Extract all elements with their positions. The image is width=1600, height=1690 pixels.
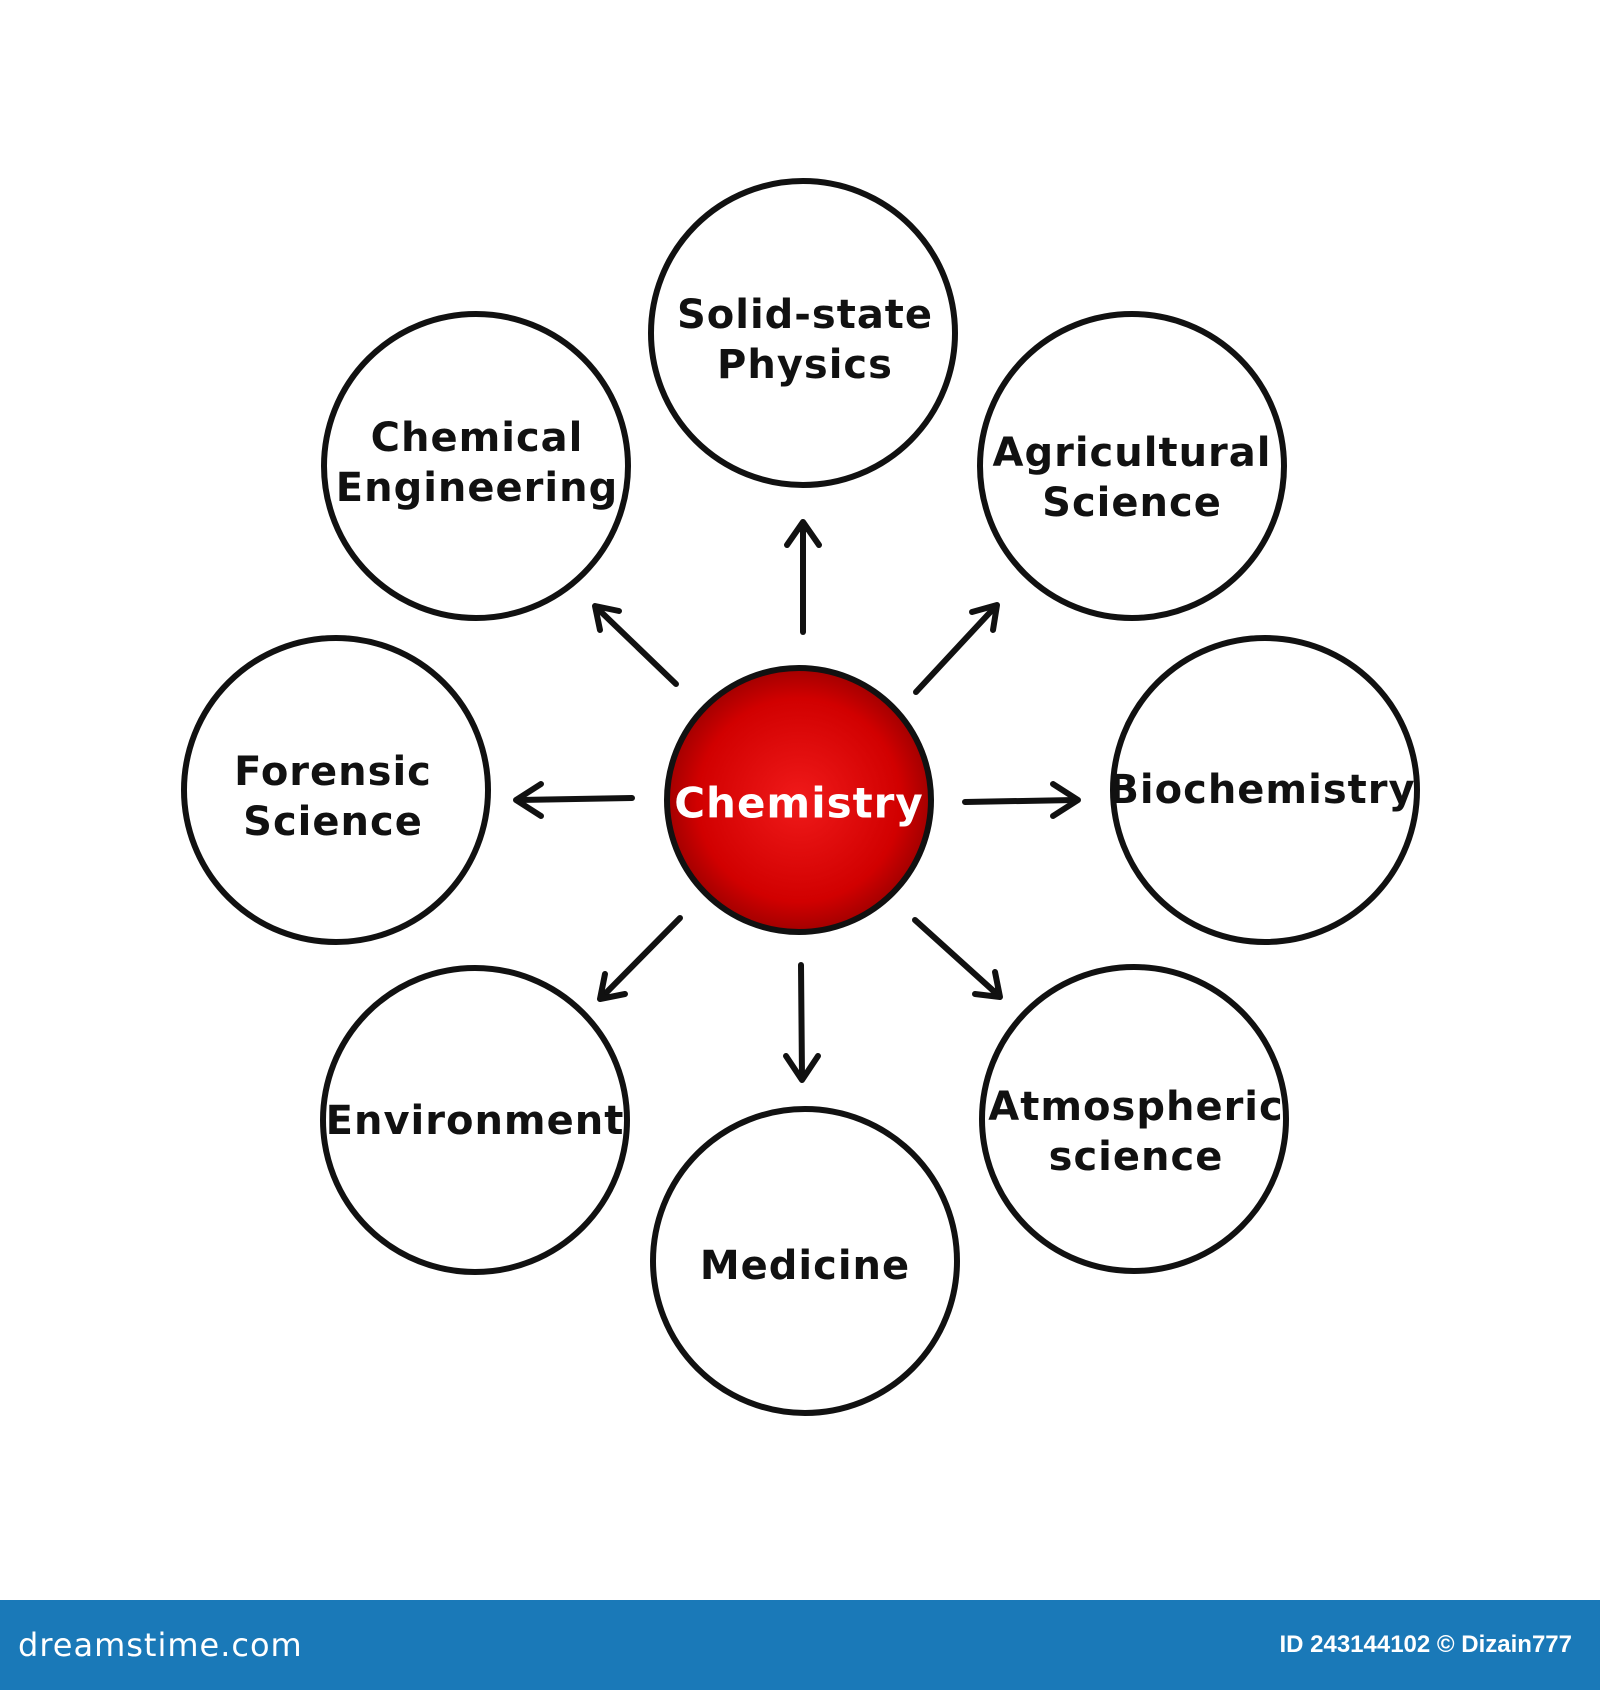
footer-bar: dreamstime.com ID 243144102 © Dizain777 bbox=[0, 1600, 1600, 1690]
arrowhead-atmospheric-science bbox=[972, 969, 1003, 1000]
node-circle-forensic-science bbox=[181, 635, 491, 945]
node-circle-environment bbox=[320, 965, 630, 1275]
arrow-to-biochemistry bbox=[962, 795, 1078, 805]
node-label-atmospheric-science: Atmospheric science bbox=[988, 1084, 1284, 1180]
arrowhead-solid-state-physics bbox=[784, 519, 822, 548]
footer-brand-logo: dreamstime.com bbox=[18, 1626, 303, 1664]
arrowhead-chemical-engineering bbox=[592, 603, 622, 633]
center-node-circle bbox=[664, 665, 934, 935]
node-label-agricultural-science: Agricultural Science bbox=[992, 430, 1272, 526]
node-label-environment: Environment bbox=[325, 1098, 625, 1144]
arrowhead-forensic-science bbox=[513, 781, 544, 819]
arrow-to-medicine bbox=[797, 962, 807, 1080]
arrow-to-environment bbox=[599, 915, 683, 1000]
footer-credit: ID 243144102 © Dizain777 bbox=[1279, 1631, 1572, 1658]
arrowhead-medicine bbox=[783, 1053, 821, 1083]
arrowhead-biochemistry bbox=[1050, 781, 1081, 819]
chemistry-mind-map: Chemistry Solid-state Physics Agricultur… bbox=[181, 178, 1420, 1416]
node-label-medicine: Medicine bbox=[699, 1243, 911, 1289]
node-label-chemical-engineering: Chemical Engineering bbox=[335, 415, 619, 511]
node-circle-medicine bbox=[650, 1106, 960, 1416]
arrow-to-forensic-science bbox=[516, 795, 635, 805]
center-node-label: Chemistry bbox=[674, 778, 924, 828]
node-circle-atmospheric-science bbox=[979, 964, 1289, 1274]
arrow-to-agricultural-science bbox=[913, 604, 998, 695]
node-circle-chemical-engineering bbox=[321, 311, 631, 621]
arrow-to-atmospheric-science bbox=[912, 917, 1001, 998]
node-circle-agricultural-science bbox=[977, 311, 1287, 621]
arrowhead-agricultural-science bbox=[969, 602, 1000, 633]
node-circle-solid-state-physics bbox=[648, 178, 958, 488]
node-label-forensic-science: Forensic Science bbox=[234, 749, 432, 845]
node-label-biochemistry: Biochemistry bbox=[1108, 767, 1416, 813]
mind-map-canvas bbox=[181, 178, 1420, 1416]
arrow-to-chemical-engineering bbox=[594, 605, 679, 687]
node-label-solid-state-physics: Solid-state Physics bbox=[676, 292, 934, 388]
node-circle-biochemistry bbox=[1110, 635, 1420, 945]
arrowhead-environment bbox=[597, 971, 628, 1002]
